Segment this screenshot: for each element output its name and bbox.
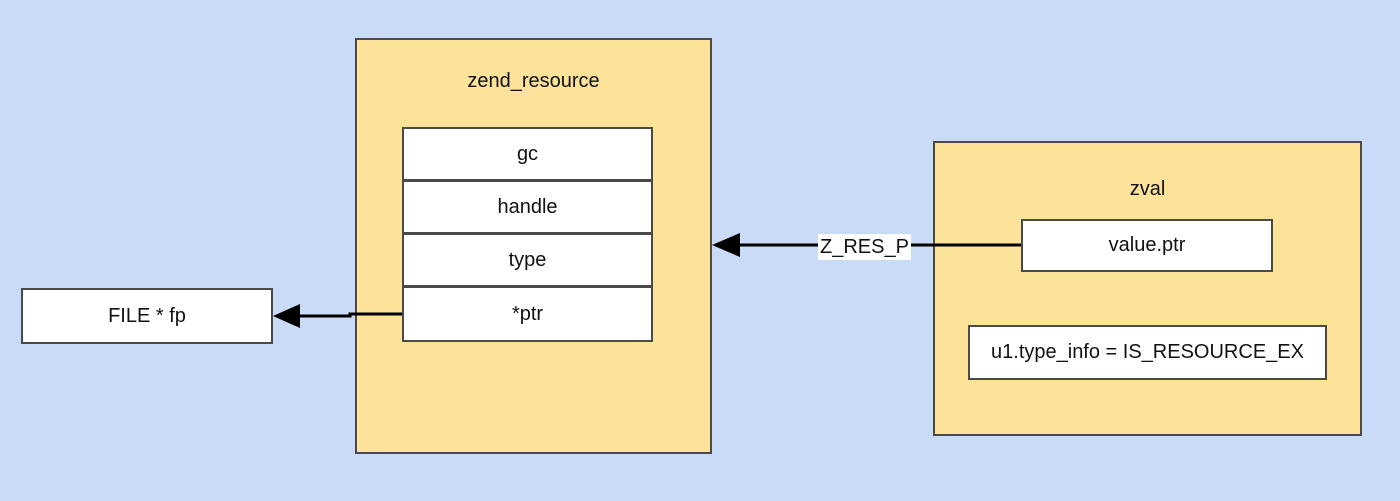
zend-resource-title: zend_resource: [467, 70, 600, 92]
zval-container: [933, 141, 1362, 436]
zval-to-resource-arrowhead: [712, 233, 740, 257]
ptr-to-file-arrowhead: [273, 304, 300, 328]
zval-type-info: u1.type_info = IS_RESOURCE_EX: [968, 325, 1327, 380]
file-pointer-box: FILE * fp: [21, 288, 273, 344]
field-ptr: *ptr: [402, 286, 653, 342]
zval-title: zval: [1129, 178, 1166, 200]
ptr-to-file-line: [300, 312, 402, 318]
field-handle: handle: [402, 180, 653, 234]
z-res-p-label: Z_RES_P: [818, 234, 911, 260]
zval-value-ptr: value.ptr: [1021, 219, 1273, 272]
